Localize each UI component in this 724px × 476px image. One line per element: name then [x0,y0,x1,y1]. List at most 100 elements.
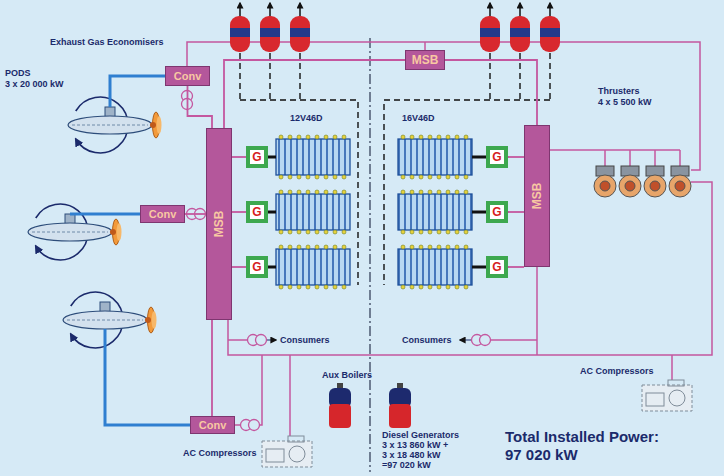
pod-axis [67,320,143,321]
engine-stud [410,285,414,289]
pod-body [28,223,112,241]
label: 4 x 5 500 kW [598,97,652,107]
engine-stud [297,190,301,194]
boiler-bottom [389,404,411,428]
engine-stud [419,245,423,249]
engine-stud [401,285,405,289]
engine-stud [315,245,319,249]
engine-stud [306,190,310,194]
engine-stud [419,175,423,179]
node-text: Conv [149,208,177,220]
label: Thrusters [598,86,640,96]
thruster-hub [600,181,610,191]
economiser-band [510,28,530,37]
engine-stud [437,245,441,249]
label: Consumers [280,335,330,345]
wire [629,150,631,168]
thruster-ring [594,175,616,197]
engine-stud [297,285,301,289]
ac-compressor [642,380,692,411]
engine-stud [324,245,328,249]
engine-stud [315,230,319,234]
engine-stud [455,190,459,194]
engine-stud [401,230,405,234]
economiser-band [230,28,250,37]
compressor-head [288,436,304,442]
generator-box: G [246,146,268,168]
engine-stud [455,135,459,139]
power-cable [224,60,405,128]
node-text: Conv [174,70,202,82]
label: =97 020 kW [382,460,431,470]
engine-stud [324,135,328,139]
transformer-symbol [241,420,260,431]
label: 3 x 18 480 kW [382,450,441,460]
consumer-arrow [460,340,472,341]
engine-stud [297,245,301,249]
compressor-head [668,380,684,386]
exhaust-arrow [489,3,491,16]
wire [550,149,680,151]
engine-stud [410,230,414,234]
wire [536,267,538,355]
propeller-hub [110,229,116,235]
engine-stud [464,230,468,234]
engine-stud [455,285,459,289]
thruster-ring [619,175,641,197]
ac-compressor [262,436,312,467]
engine-stud [288,190,292,194]
engine-stud [419,285,423,289]
engine-stud [446,190,450,194]
compressor-wheel [669,390,685,406]
engine-block [276,139,350,175]
node-text: Conv [199,419,227,431]
compressor-outline [642,385,692,411]
power-cable [508,266,524,268]
engine-stud [279,190,283,194]
power-cable [508,156,524,158]
engine-block [398,249,472,285]
engine-stud [333,285,337,289]
engine-stud [342,190,346,194]
aux-boiler [329,383,351,428]
label: AC Compressors [183,448,257,458]
diesel-engine [398,245,486,289]
label: 3 x 13 860 kW + [382,440,448,450]
economiser-band [260,28,280,37]
engine-stud [410,245,414,249]
switchboard-box: MSB [206,128,232,320]
engine-stud [315,285,319,289]
engine-stud [428,190,432,194]
generator-box: G [486,146,508,168]
label: AC Compressors [580,366,654,376]
economiser-body [540,16,560,52]
engine-stud [419,135,423,139]
economiser-body [510,16,530,52]
engine-stud [279,245,283,249]
engine-stud [288,285,292,289]
thruster [594,166,616,197]
label: 97 020 kW [505,446,578,463]
node-text: G [252,150,261,164]
engine-stud [437,135,441,139]
label: 12V46D [290,113,323,123]
converter-box: Conv [140,205,185,223]
engine-stud [455,245,459,249]
engine-stud [446,230,450,234]
engine-stud [333,190,337,194]
engine-stud [315,135,319,139]
exhaust-gas-economiser [290,3,310,52]
engine-block [398,139,472,175]
engine-stud [401,245,405,249]
diesel-engine [268,190,350,234]
engine-stud [279,135,283,139]
power-cable [211,320,213,416]
pod-axis [72,125,148,126]
pod-axis [32,232,108,233]
engine-stud [464,135,468,139]
propeller-hub [150,122,156,128]
exhaust-duct [384,100,550,285]
engine-stud [428,245,432,249]
